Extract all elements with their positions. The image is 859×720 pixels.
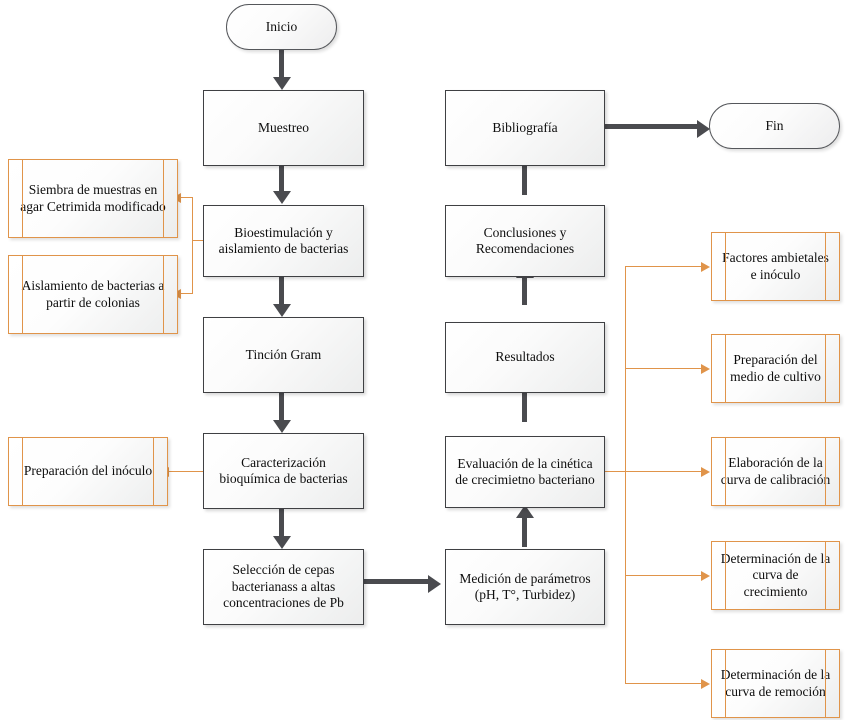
edge-bioestimulacion-branch-stub xyxy=(192,240,204,242)
node-preparacion-inoculo[interactable]: Preparación del inóculo xyxy=(8,437,168,506)
node-curva-remocion-label: Determinación de la curva de remoción xyxy=(720,667,831,699)
arrowhead-inicio-muestreo xyxy=(272,77,291,90)
arrowhead-evaluacion-curva-calibracion xyxy=(701,467,710,477)
node-evaluacion-cinetica-label: Evaluación de la cinética de crecimietno… xyxy=(455,455,595,487)
node-bioestimulacion-label: Bioestimulación y aislamiento de bacteri… xyxy=(218,224,349,256)
node-curva-crecimiento-label: Determinación de la curva de crecimiento xyxy=(720,550,831,599)
arrowhead-caracterizacion-seleccion xyxy=(272,536,291,549)
edge-evaluacion-to-curva-calibracion xyxy=(625,471,703,473)
node-muestreo-label: Muestreo xyxy=(258,119,309,135)
node-conclusiones-label: Conclusiones y Recomendaciones xyxy=(475,224,575,256)
node-preparacion-inoculo-label: Preparación del inóculo xyxy=(23,463,153,479)
node-curva-calibracion[interactable]: Elaboración de la curva de calibración xyxy=(711,437,840,506)
arrowhead-evaluacion-factores xyxy=(701,262,710,272)
node-conclusiones[interactable]: Conclusiones y Recomendaciones xyxy=(445,205,605,277)
edge-bibliografia-fin xyxy=(605,124,701,129)
edge-evaluacion-resultados xyxy=(522,392,527,422)
node-tincion-gram-label: Tinción Gram xyxy=(245,346,322,362)
arrowhead-muestreo-bioestimulacion xyxy=(272,191,291,204)
node-curva-calibracion-label: Elaboración de la curva de calibración xyxy=(720,455,831,487)
edge-resultados-conclusiones xyxy=(522,277,527,305)
node-resultados-label: Resultados xyxy=(495,349,555,365)
edge-inicio-muestreo xyxy=(279,49,284,79)
node-evaluacion-cinetica[interactable]: Evaluación de la cinética de crecimietno… xyxy=(445,436,605,508)
node-fin[interactable]: Fin xyxy=(709,103,840,149)
node-factores-ambientales-label: Factores ambietales e inóculo xyxy=(722,250,829,282)
node-siembra-muestras[interactable]: Siembra de muestras en agar Cetrimida mo… xyxy=(8,159,178,238)
edge-evaluacion-to-curva-remocion xyxy=(625,683,703,685)
edge-evaluacion-to-factores xyxy=(625,266,703,268)
node-inicio-label: Inicio xyxy=(265,18,298,34)
node-bioestimulacion[interactable]: Bioestimulación y aislamiento de bacteri… xyxy=(203,205,364,277)
edge-tincion-caracterizacion xyxy=(279,392,284,422)
node-bibliografia-label: Bibliografía xyxy=(492,119,558,135)
node-muestreo[interactable]: Muestreo xyxy=(203,90,364,166)
edge-caracterizacion-seleccion xyxy=(279,508,284,538)
node-curva-crecimiento[interactable]: Determinación de la curva de crecimiento xyxy=(711,541,840,610)
edge-bioestimulacion-to-siembra xyxy=(180,197,192,199)
node-inicio[interactable]: Inicio xyxy=(226,4,337,50)
node-tincion-gram[interactable]: Tinción Gram xyxy=(203,317,364,393)
edge-conclusiones-bibliografia xyxy=(522,165,527,195)
node-medicion-parametros-label: Medición de parámetros (pH, T°, Turbidez… xyxy=(459,570,591,602)
node-preparacion-medio-cultivo[interactable]: Preparación del medio de cultivo xyxy=(711,334,840,403)
edge-muestreo-bioestimulacion xyxy=(279,165,284,193)
edge-caracterizacion-to-prep-inoculo xyxy=(168,471,204,473)
arrowhead-evaluacion-prep-medio xyxy=(701,364,710,374)
node-seleccion-cepas-label: Selección de cepas bacterianass a altas … xyxy=(223,562,344,611)
edge-bioestimulacion-branch-trunk xyxy=(192,197,194,294)
arrowhead-bibliografia-fin xyxy=(697,120,710,138)
node-medicion-parametros[interactable]: Medición de parámetros (pH, T°, Turbidez… xyxy=(445,549,605,625)
node-fin-label: Fin xyxy=(765,117,784,133)
arrowhead-medicion-evaluacion xyxy=(515,505,534,518)
edge-evaluacion-to-curva-crecimiento xyxy=(625,575,703,577)
node-bibliografia[interactable]: Bibliografía xyxy=(445,90,605,166)
arrowhead-seleccion-medicion xyxy=(428,575,441,593)
node-curva-remocion[interactable]: Determinación de la curva de remoción xyxy=(711,649,840,718)
edge-bioestimulacion-tincion xyxy=(279,276,284,306)
node-resultados[interactable]: Resultados xyxy=(445,322,605,393)
edge-evaluacion-to-prep-medio xyxy=(625,368,703,370)
node-siembra-muestras-label: Siembra de muestras en agar Cetrimida mo… xyxy=(20,182,166,214)
node-caracterizacion[interactable]: Caracterización bioquímica de bacterias xyxy=(203,433,364,509)
node-caracterizacion-label: Caracterización bioquímica de bacterias xyxy=(219,454,348,486)
node-factores-ambientales[interactable]: Factores ambietales e inóculo xyxy=(711,232,840,301)
arrowhead-bioestimulacion-tincion xyxy=(272,304,291,317)
edge-bioestimulacion-to-aislamiento xyxy=(180,293,192,295)
arrowhead-tincion-caracterizacion xyxy=(272,420,291,433)
edge-evaluacion-fan-trunk xyxy=(625,266,627,684)
edge-evaluacion-fan-stub xyxy=(605,471,626,473)
arrowhead-evaluacion-curva-crecimiento xyxy=(701,571,710,581)
edge-medicion-evaluacion xyxy=(522,517,527,547)
arrowhead-evaluacion-curva-remocion xyxy=(701,679,710,689)
edge-seleccion-medicion xyxy=(364,579,432,584)
node-aislamiento-bacterias[interactable]: Aislamiento de bacterias a partir de col… xyxy=(8,255,178,334)
node-aislamiento-bacterias-label: Aislamiento de bacterias a partir de col… xyxy=(21,278,165,310)
node-seleccion-cepas[interactable]: Selección de cepas bacterianass a altas … xyxy=(203,549,364,625)
node-preparacion-medio-cultivo-label: Preparación del medio de cultivo xyxy=(730,352,821,384)
